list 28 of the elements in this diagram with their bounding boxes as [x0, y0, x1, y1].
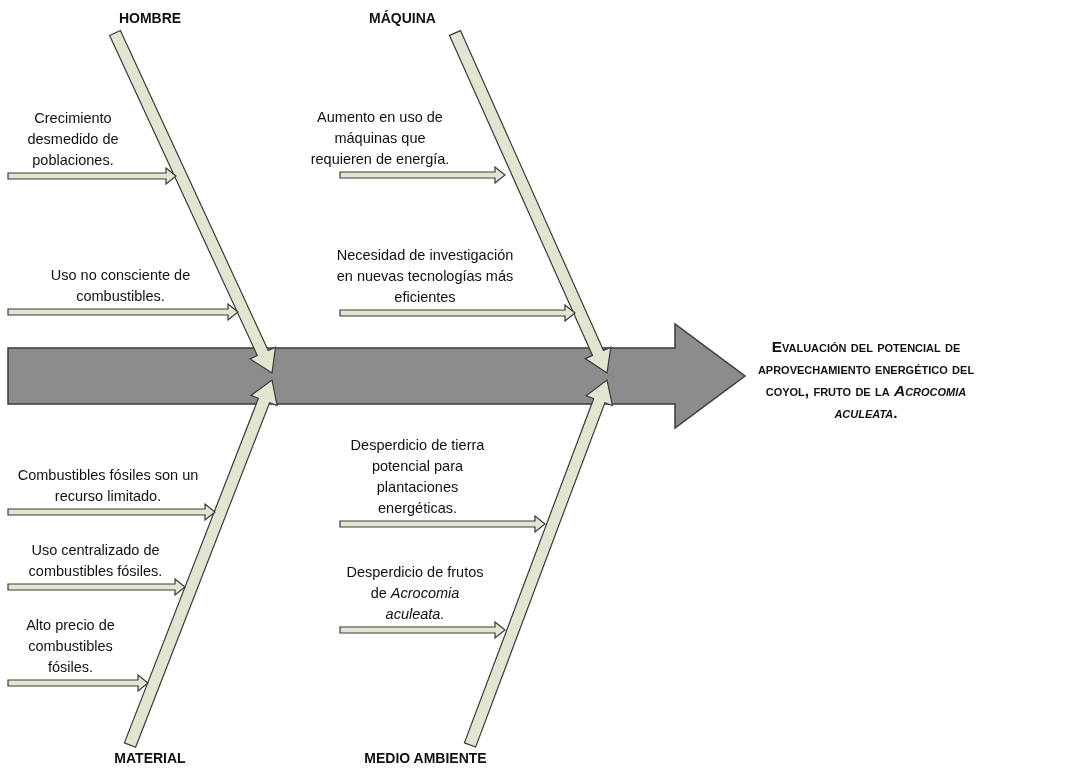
category-label: MÁQUINA	[369, 8, 436, 28]
arrow	[123, 378, 278, 748]
arrow	[463, 378, 614, 748]
arrow	[339, 620, 506, 640]
cause-text: Crecimiento desmedido de poblaciones.	[26, 109, 120, 170]
cause-text: Aumento en uso de máquinas que requieren de energía.	[309, 108, 451, 169]
cause-text: Desperdicio de tierra potencial para plantaciones energéticas.	[349, 436, 486, 518]
arrow	[108, 29, 277, 374]
arrow	[339, 514, 546, 534]
arrow	[7, 577, 186, 597]
cause-text: Alto precio de combustibles fósiles.	[25, 616, 116, 677]
arrow	[7, 502, 216, 522]
effect-text: Evaluación del potencial de aprovechamiento energético del coyol, fruto de la Acrocomia aculeata.	[756, 337, 976, 423]
cause-text: Uso centralizado de combustibles fósiles.	[27, 541, 164, 581]
arrow	[339, 165, 506, 185]
category-label: HOMBRE	[118, 8, 182, 28]
arrow	[7, 302, 239, 322]
category-label: MEDIO AMBIENTE	[364, 748, 487, 768]
cause-text: Desperdicio de frutos de Acrocomia aculeata.	[345, 563, 485, 624]
arrow	[448, 29, 612, 375]
cause-text: Uso no consciente de combustibles.	[49, 266, 192, 306]
category-label: MATERIAL	[114, 748, 186, 768]
arrow	[339, 303, 576, 323]
arrow	[7, 166, 177, 186]
arrow	[7, 673, 149, 693]
arrow	[7, 322, 747, 430]
cause-text: Necesidad de investigación en nuevas tecnologías más eficientes	[335, 246, 515, 307]
cause-text: Combustibles fósiles son un recurso limitado.	[16, 466, 200, 506]
